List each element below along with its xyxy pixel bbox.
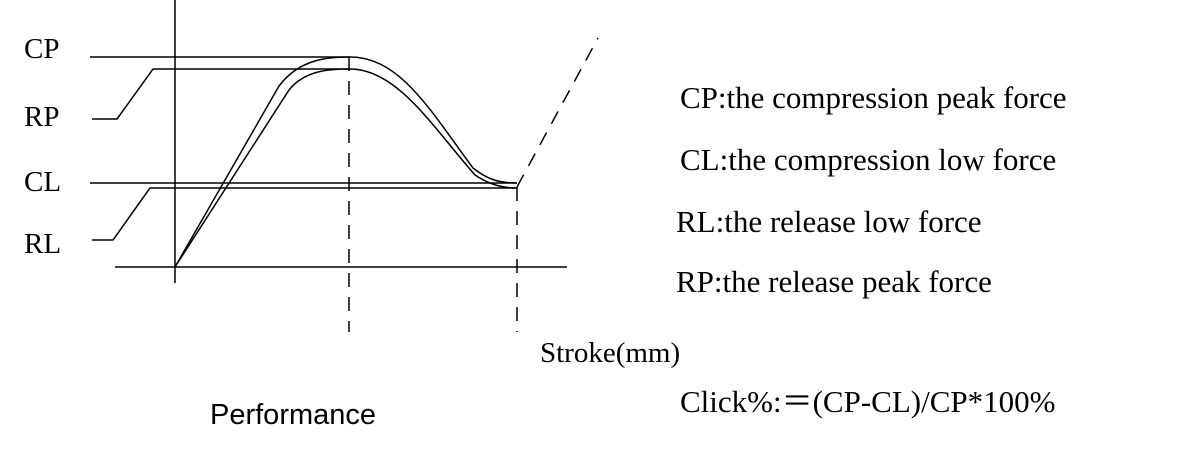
release-curve bbox=[174, 68, 518, 268]
diagram-caption: Performance bbox=[210, 399, 376, 431]
stroke-axis-label: Stroke(mm) bbox=[540, 337, 680, 369]
legend-cp: CP:the compression peak force bbox=[680, 80, 1067, 115]
rp-leader-line bbox=[92, 68, 350, 120]
legend-rp: RP:the release peak force bbox=[676, 264, 992, 299]
cp-label: CP bbox=[24, 33, 59, 65]
rl-leader-line bbox=[92, 187, 517, 241]
compression-curve bbox=[174, 56, 518, 268]
bottom-out-line bbox=[516, 37, 599, 188]
legend-rl: RL:the release low force bbox=[676, 204, 982, 239]
click-formula: Click%:＝(CP-CL)/CP*100% bbox=[680, 384, 1055, 419]
cl-label: CL bbox=[24, 166, 61, 198]
legend-cl: CL:the compression low force bbox=[680, 142, 1056, 177]
rl-label: RL bbox=[24, 228, 61, 260]
rp-label: RP bbox=[24, 101, 59, 133]
